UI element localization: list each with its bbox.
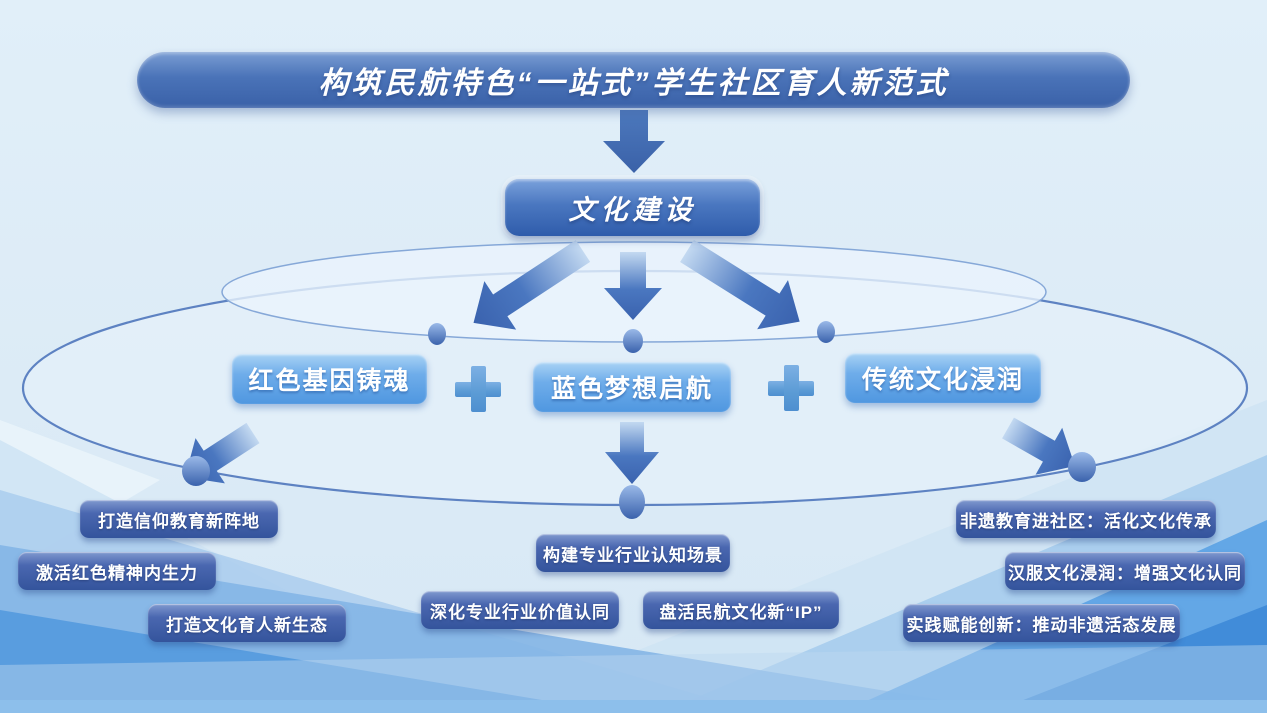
inner-orbit-dot-right (817, 321, 835, 343)
arrow-blue-to-leaves (605, 422, 659, 484)
leaf-label: 盘活民航文化新“IP” (659, 602, 823, 622)
outer-orbit-dot-right (1068, 452, 1096, 482)
leaf-label: 实践赋能创新：推动非遗活态发展 (906, 615, 1177, 635)
leaf-red-spirit: 激活红色精神内生力 (18, 552, 216, 590)
arrow-central-to-traditional (680, 239, 800, 330)
leaf-culture-ecology: 打造文化育人新生态 (148, 604, 346, 642)
inner-orbit-dot-center (623, 329, 643, 353)
central-node-label: 文化建设 (568, 195, 697, 225)
leaf-label: 非遗教育进社区：活化文化传承 (960, 511, 1212, 531)
leaf-label: 构建专业行业认知场景 (543, 545, 723, 565)
outer-orbit-dot-center (619, 485, 645, 519)
title-banner-text: 构筑民航特色“一站式”学生社区育人新范式 (318, 67, 949, 100)
arrow-traditional-to-leaves (1002, 417, 1075, 475)
pillar-red-gene-label: 红色基因铸魂 (248, 367, 411, 395)
leaf-heritage-community: 非遗教育进社区：活化文化传承 (956, 500, 1216, 538)
leaf-label: 打造信仰教育新阵地 (98, 511, 260, 531)
pillar-blue-dream: 蓝色梦想启航 (533, 362, 731, 412)
leaf-label: 深化专业行业价值认同 (430, 602, 610, 622)
leaf-label: 激活红色精神内生力 (36, 563, 198, 583)
leaf-industry-cognition: 构建专业行业认知场景 (536, 534, 730, 572)
leaf-industry-value: 深化专业行业价值认同 (421, 591, 619, 629)
arrow-banner-to-central (603, 110, 665, 173)
outer-orbit-dot-left (182, 456, 210, 486)
leaf-label: 汉服文化浸润：增强文化认同 (1008, 563, 1242, 583)
leaf-faith-education: 打造信仰教育新阵地 (80, 500, 278, 538)
plus-icon (768, 365, 814, 411)
leaf-aviation-ip: 盘活民航文化新“IP” (643, 591, 839, 629)
leaf-label: 打造文化育人新生态 (166, 615, 328, 635)
pillar-traditional-culture: 传统文化浸润 (845, 353, 1041, 403)
arrow-central-to-blue (604, 252, 662, 320)
pillar-traditional-culture-label: 传统文化浸润 (861, 366, 1024, 394)
arrow-central-to-red (473, 240, 591, 330)
leaf-practice-innovation: 实践赋能创新：推动非遗活态发展 (903, 604, 1180, 642)
pillar-blue-dream-label: 蓝色梦想启航 (550, 375, 713, 403)
central-node-culture-construction: 文化建设 (505, 179, 760, 236)
inner-orbit-dot-left (428, 323, 446, 345)
plus-icon (455, 366, 501, 412)
title-banner: 构筑民航特色“一站式”学生社区育人新范式 (137, 52, 1130, 108)
pillar-red-gene: 红色基因铸魂 (232, 354, 427, 404)
leaf-hanfu-culture: 汉服文化浸润：增强文化认同 (1005, 552, 1245, 590)
